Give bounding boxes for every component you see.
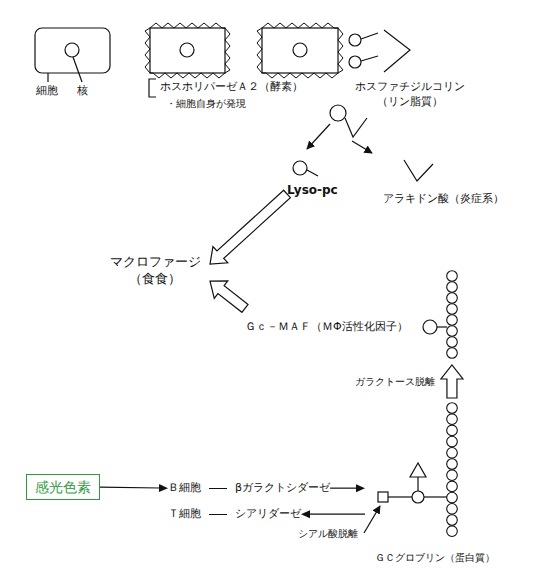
- dash-line: [209, 514, 227, 515]
- bracket: [149, 79, 156, 97]
- phospholipid-head: [330, 105, 346, 121]
- text-label: 核: [77, 84, 88, 99]
- text-node: Ｇｃ－ＭＡＦ（ＭΦ活性化因子）: [245, 262, 480, 365]
- arachidonic-acid-shape: [404, 160, 433, 181]
- lyso-pc-head: [293, 161, 307, 175]
- split-arrow: [352, 141, 372, 153]
- text-node: マクロファージ （食食）: [100, 254, 210, 288]
- hollow-arrow: [441, 365, 463, 398]
- amino-chain-bead: [447, 425, 458, 436]
- text-node: Lyso-pc: [287, 183, 338, 199]
- node-text: ＧＣグロブリン（蛋白質）: [375, 551, 495, 564]
- text-label: ホスファチジルコリン （リン脂質）: [346, 80, 474, 110]
- text-node: Ｔ細胞 シアリダーゼ: [168, 507, 301, 521]
- text-node: アラキドン酸（炎症系）: [383, 192, 504, 206]
- connector: [301, 510, 365, 518]
- bond-line: [388, 496, 412, 497]
- connector-line: [330, 488, 357, 489]
- phospholipid-head: [349, 34, 361, 46]
- connector: [330, 484, 365, 492]
- galactose-triangle: [410, 463, 426, 477]
- amino-chain-bead: [447, 293, 458, 304]
- amino-chain-bead: [447, 414, 458, 425]
- node-text: 感光色素: [35, 478, 91, 496]
- amino-chain-bead: [447, 271, 458, 282]
- amino-chain-bead: [447, 504, 458, 515]
- sugar-circle: [412, 491, 424, 503]
- hollow-arrow: [210, 281, 248, 312]
- amino-chain-bead: [447, 526, 458, 537]
- hollow-arrow: [210, 190, 290, 264]
- nucleus: [65, 43, 79, 57]
- bond-line: [417, 477, 418, 491]
- sugar-circle: [423, 320, 437, 334]
- leader-arrow: [364, 506, 380, 533]
- process-box: 感光色素: [26, 474, 100, 500]
- connector: [210, 190, 290, 264]
- amino-chain-bead: [447, 492, 458, 503]
- leader-line: [47, 73, 48, 82]
- split-arrow: [307, 124, 330, 149]
- leader-line: [73, 57, 82, 82]
- amino-chain-bead: [447, 515, 458, 526]
- dash-line: [209, 488, 227, 489]
- nucleus: [293, 43, 307, 57]
- bond-line: [424, 496, 447, 497]
- enzyme-zigzag: [145, 23, 230, 78]
- amino-chain-bead: [447, 337, 458, 348]
- amino-chain-bead: [447, 348, 458, 359]
- text-node: ＧＣグロブリン（蛋白質）: [365, 398, 505, 564]
- amino-chain-bead: [447, 315, 458, 326]
- connector: [100, 484, 168, 492]
- arrow-head: [159, 484, 168, 492]
- connector: [441, 365, 463, 398]
- amino-chain-bead: [447, 326, 458, 337]
- node-text: Ｔ細胞: [168, 507, 201, 521]
- connector-line: [309, 514, 365, 515]
- arrow-head: [356, 484, 365, 492]
- edge-label: ガラクトース脱離: [354, 375, 436, 388]
- amino-chain-bead: [447, 282, 458, 293]
- cell-outline: [262, 28, 338, 73]
- node-text: Ｇｃ－ＭＡＦ（ＭΦ活性化因子）: [245, 320, 480, 334]
- cell-outline: [150, 28, 225, 73]
- text-label: シアル酸脱離: [298, 527, 358, 541]
- phospholipid-tail: [384, 30, 410, 72]
- text-node: Ｂ細胞 βガラクトシダーゼ: [168, 481, 330, 495]
- enzyme-zigzag: [257, 23, 343, 78]
- connector-line: [100, 486, 160, 488]
- arrow-head: [301, 510, 310, 518]
- amino-chain-bead: [447, 459, 458, 470]
- phospholipid-tail: [345, 118, 367, 137]
- amino-chain-bead: [447, 481, 458, 492]
- amino-chain-bead: [447, 448, 458, 459]
- amino-chain-bead: [447, 470, 458, 481]
- text-label: 細胞: [36, 84, 58, 99]
- phospholipid-tail: [361, 33, 378, 39]
- lyso-pc-tail: [307, 170, 318, 176]
- node-text: マクロファージ （食食）: [100, 254, 210, 288]
- text-label: ホスホリパーゼＡ２（酵素）: [160, 80, 303, 95]
- phospholipid-tail: [361, 56, 378, 61]
- node-text: Ｂ細胞: [168, 481, 201, 495]
- amino-chain-bead: [447, 304, 458, 315]
- bond-line: [437, 326, 447, 327]
- amino-chain-bead: [447, 403, 458, 414]
- nucleus: [180, 43, 194, 57]
- node-text: βガラクトシダーゼ: [235, 481, 330, 495]
- node-text: アラキドン酸（炎症系）: [383, 192, 504, 206]
- text-label: ・細胞自身が発現: [166, 97, 246, 111]
- connector: [210, 281, 248, 312]
- cell-outline: [35, 28, 110, 73]
- node-text: シアリダーゼ: [235, 507, 301, 521]
- phospholipid-head: [349, 56, 361, 68]
- node-text: Lyso-pc: [287, 183, 338, 199]
- sialic-acid-square: [378, 492, 388, 502]
- amino-chain-bead: [447, 436, 458, 447]
